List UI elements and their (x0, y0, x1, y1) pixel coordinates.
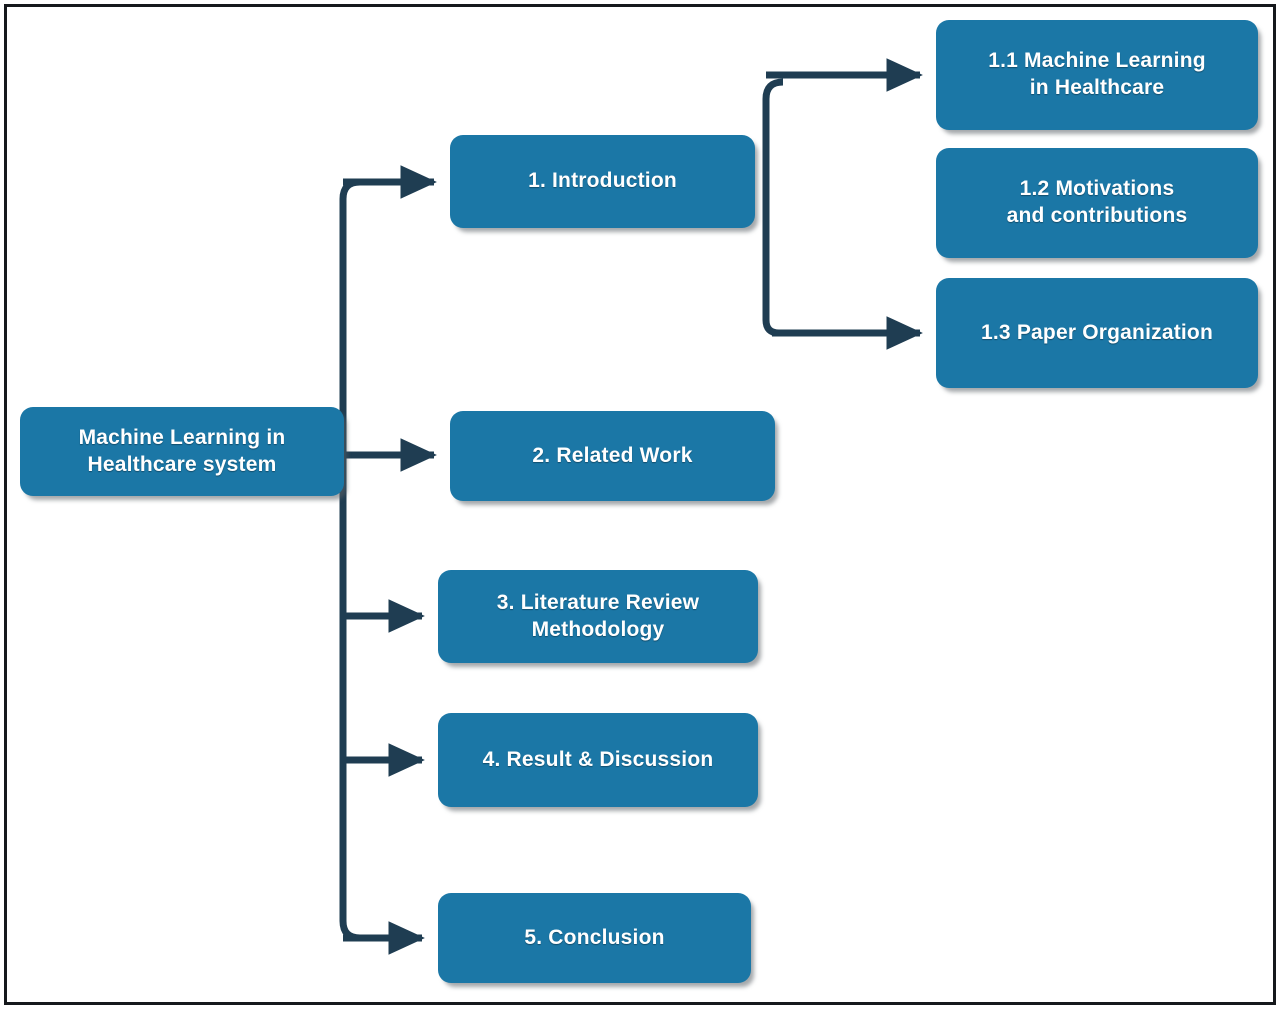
node-section-5[interactable]: 5. Conclusion (438, 893, 751, 983)
node-root[interactable]: Machine Learning in Healthcare system (20, 407, 344, 496)
node-section-2[interactable]: 2. Related Work (450, 411, 775, 501)
node-section-2-label: 2. Related Work (532, 443, 693, 467)
node-subsection-1-2[interactable]: 1.2 Motivations and contributions (936, 148, 1258, 258)
node-section-1[interactable]: 1. Introduction (450, 135, 755, 228)
node-subsection-1-3-label: 1.3 Paper Organization (981, 320, 1213, 344)
node-section-3-label: 3. Literature Review Methodology (496, 590, 700, 641)
node-root-label: Machine Learning in Healthcare system (78, 425, 286, 476)
node-subsection-1-1-label: 1.1 Machine Learning in Healthcare (988, 49, 1206, 99)
node-section-4[interactable]: 4. Result & Discussion (438, 713, 758, 807)
connector-main-trunk (339, 178, 361, 942)
node-section-3[interactable]: 3. Literature Review Methodology (438, 570, 758, 663)
node-section-4-label: 4. Result & Discussion (482, 747, 714, 771)
node-subsection-1-2-label: 1.2 Motivations and contributions (1006, 177, 1188, 227)
node-section-1-label: 1. Introduction (528, 169, 677, 193)
node-subsection-1-1[interactable]: 1.1 Machine Learning in Healthcare (936, 20, 1258, 130)
connector-intro-riser (762, 78, 784, 337)
node-section-5-label: 5. Conclusion (524, 925, 665, 949)
node-subsection-1-3[interactable]: 1.3 Paper Organization (936, 278, 1258, 388)
